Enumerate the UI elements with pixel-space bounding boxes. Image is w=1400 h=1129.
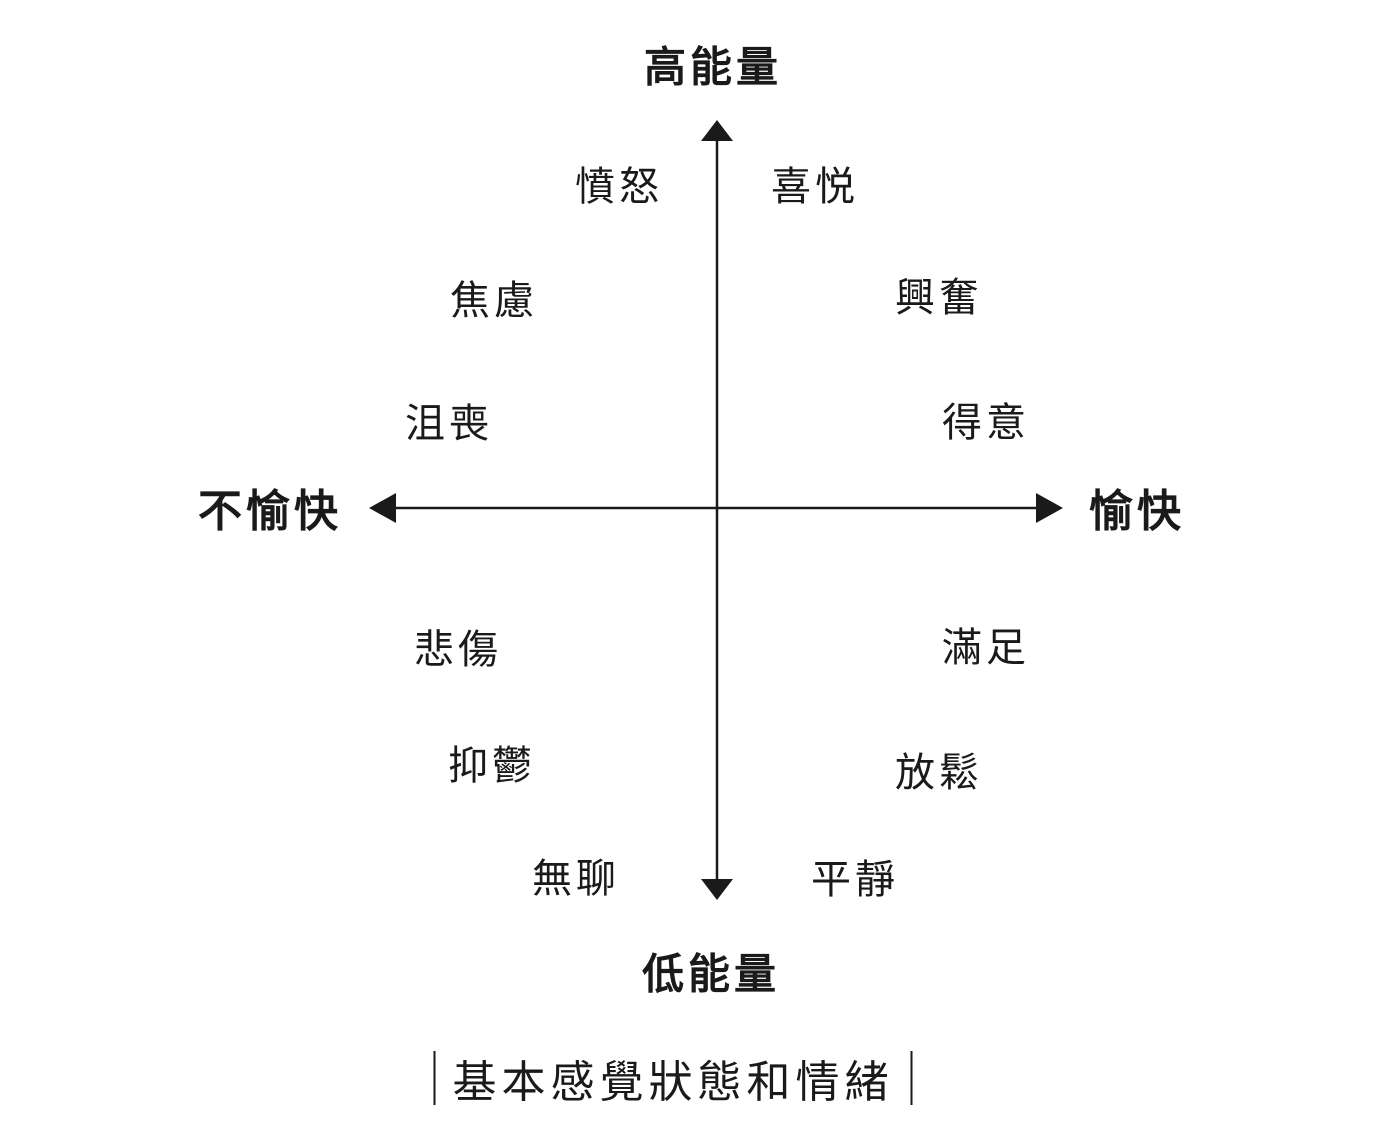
emotion-label: 焦慮 bbox=[450, 279, 538, 323]
emotion-label: 興奮 bbox=[895, 276, 983, 320]
emotion-label: 放鬆 bbox=[895, 751, 983, 795]
emotion-label: 滿足 bbox=[942, 626, 1030, 670]
axis-label-pleasant: 愉快 bbox=[1089, 487, 1185, 536]
caption: 基本感覺狀態和情緒 bbox=[433, 1046, 913, 1110]
emotion-label: 抑鬱 bbox=[448, 744, 536, 788]
emotion-label: 沮喪 bbox=[405, 402, 493, 446]
axis-label-low-energy: 低能量 bbox=[641, 950, 781, 998]
emotion-label: 喜悦 bbox=[771, 165, 859, 209]
up-arrow-icon bbox=[701, 120, 733, 141]
axis-label-unpleasant: 不愉快 bbox=[198, 487, 342, 536]
down-arrow-icon bbox=[701, 879, 733, 900]
axis-label-high-energy: 高能量 bbox=[643, 43, 783, 91]
right-arrow-icon bbox=[1036, 493, 1063, 523]
caption-text: 基本感覺狀態和情緒 bbox=[452, 1058, 894, 1107]
emotion-label: 悲傷 bbox=[414, 628, 502, 672]
emotion-label: 得意 bbox=[942, 401, 1030, 445]
caption-bar-left bbox=[433, 1051, 436, 1105]
caption-bar-right bbox=[910, 1051, 913, 1105]
emotion-label: 憤怒 bbox=[575, 165, 663, 209]
left-arrow-icon bbox=[369, 493, 396, 523]
emotion-label: 無聊 bbox=[532, 857, 620, 901]
emotion-label: 平靜 bbox=[811, 858, 899, 902]
